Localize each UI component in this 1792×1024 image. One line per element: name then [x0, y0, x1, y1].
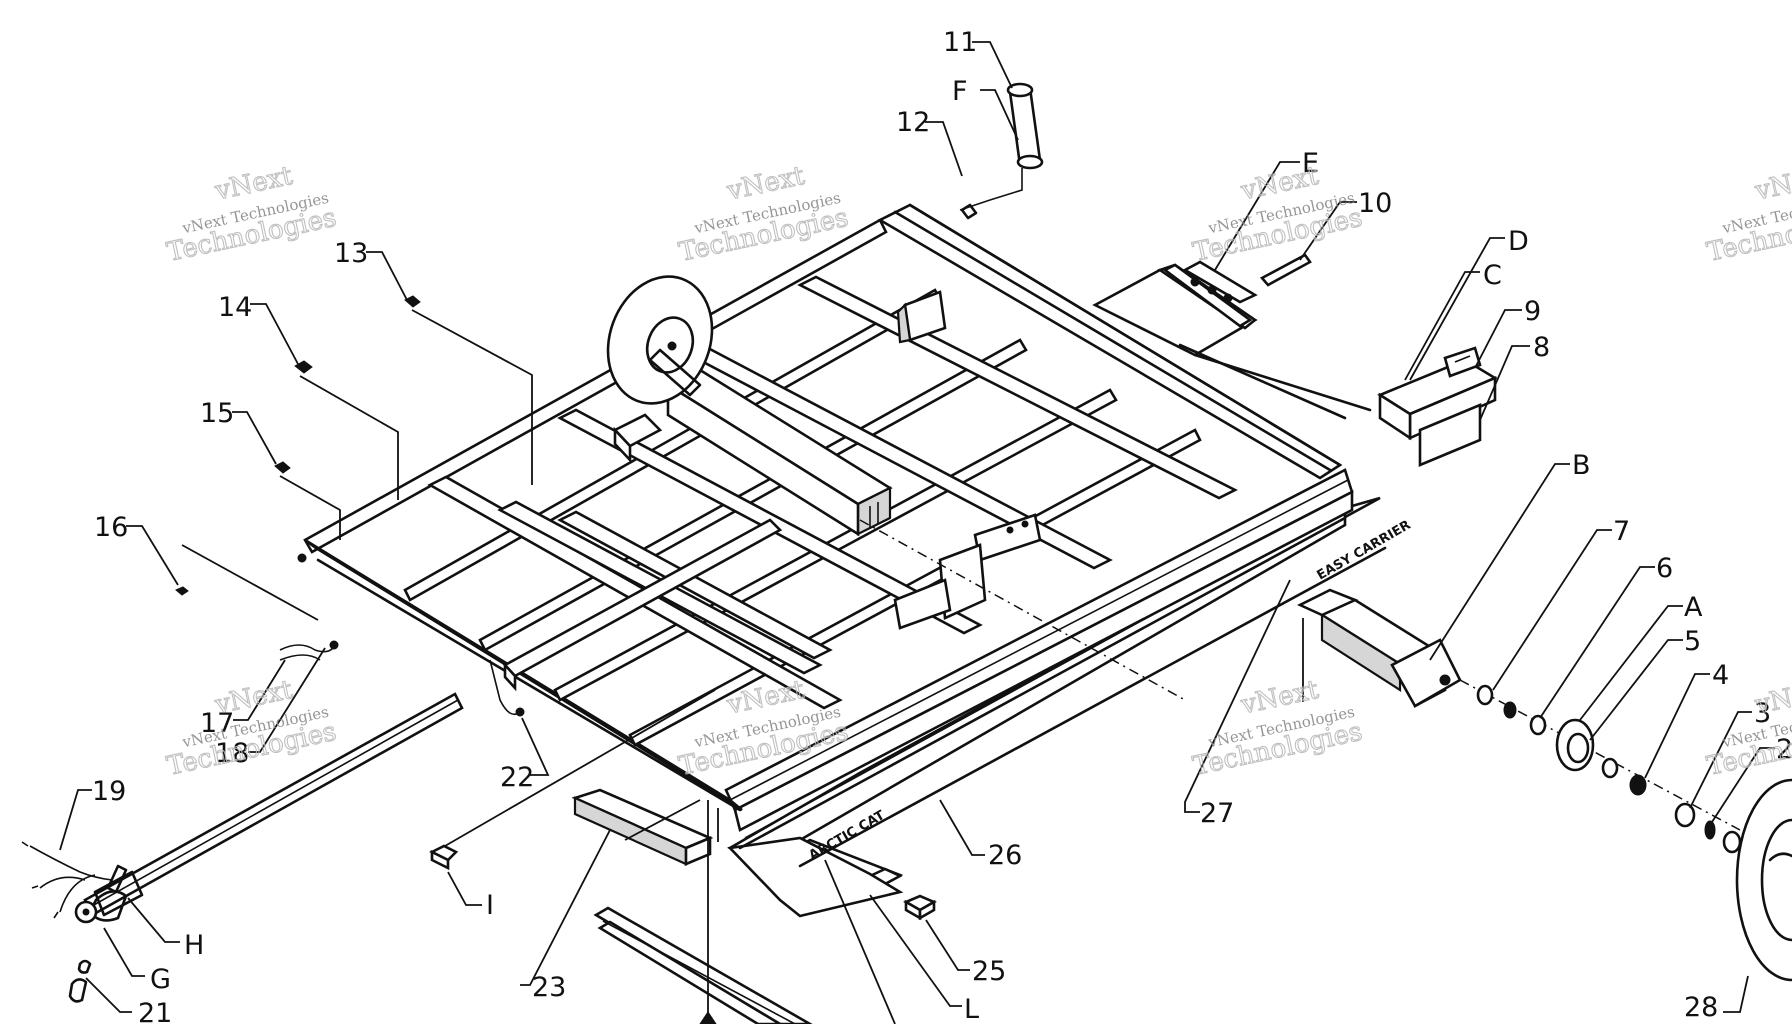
label-18: 18: [215, 738, 249, 769]
ramp-rail: [593, 906, 813, 1024]
label-23: 23: [532, 972, 566, 1003]
label-D: D: [1508, 226, 1529, 257]
channel-bracket: [1377, 346, 1498, 467]
label-E: E: [1302, 148, 1319, 179]
label-19: 19: [92, 776, 126, 807]
label-7: 7: [1613, 516, 1630, 547]
axle-beam: [665, 368, 893, 537]
axle-mount-bracket: [612, 413, 663, 464]
fasteners: [175, 295, 421, 596]
rear-crossmember: [502, 518, 783, 692]
label-G: G: [150, 964, 171, 995]
label-11: 11: [943, 27, 977, 58]
frame-bracket: [896, 290, 947, 344]
label-16: 16: [94, 512, 128, 543]
label-14: 14: [218, 292, 252, 323]
receiver-tube: [1296, 588, 1359, 617]
coupler-hitch: [74, 864, 128, 924]
jack-wheel: [606, 275, 714, 405]
label-13: 13: [334, 238, 368, 269]
label-26: 26: [988, 840, 1022, 871]
watermark-text: vNext: [1752, 675, 1792, 721]
label-8: 8: [1533, 332, 1550, 363]
part-labels: 11 F 12 E 10 D C 9 8 13 14 15 16 17 18 1…: [92, 27, 1792, 1024]
label-9: 9: [1524, 296, 1541, 327]
label-28: 28: [1684, 992, 1718, 1023]
label-3: 3: [1754, 698, 1771, 729]
bracket-I: [429, 844, 459, 871]
label-12: 12: [896, 107, 930, 138]
deck-platform: [727, 496, 1387, 918]
label-22: 22: [500, 762, 534, 793]
spindle-arm: [1319, 598, 1462, 708]
label-H: H: [184, 930, 204, 961]
label-25: 25: [972, 956, 1006, 987]
label-B: B: [1572, 450, 1591, 481]
hub-assembly: [1459, 679, 1742, 854]
wiring-harness: [21, 841, 113, 919]
watermark-text: vNext: [1752, 161, 1792, 207]
label-A: A: [1684, 592, 1703, 623]
label-5: 5: [1684, 626, 1701, 657]
crossbar-23: [571, 788, 714, 866]
leader-lines: [59, 41, 1775, 1024]
knob-12: [960, 203, 978, 220]
label-2: 2: [1776, 734, 1792, 765]
label-17: 17: [200, 708, 234, 739]
label-21: 21: [138, 998, 172, 1024]
label-L: L: [964, 994, 979, 1024]
handle-F: [959, 82, 1044, 211]
wiring-22: [489, 659, 525, 717]
label-4: 4: [1712, 660, 1729, 691]
label-I: I: [486, 890, 494, 921]
wiring-17-18: [279, 640, 339, 661]
label-27: 27: [1200, 798, 1234, 829]
label-F: F: [952, 76, 968, 107]
wheel-tire: [1735, 778, 1792, 982]
tilt-stop-bracket: [893, 513, 1042, 630]
label-15: 15: [200, 398, 234, 429]
end-cap-25: [903, 894, 937, 921]
safety-chain-hook: [68, 959, 92, 1003]
label-C: C: [1483, 260, 1502, 291]
pin-10: [1259, 253, 1312, 287]
label-6: 6: [1656, 553, 1673, 584]
bracket-E: [1162, 260, 1258, 328]
label-10: 10: [1358, 188, 1392, 219]
